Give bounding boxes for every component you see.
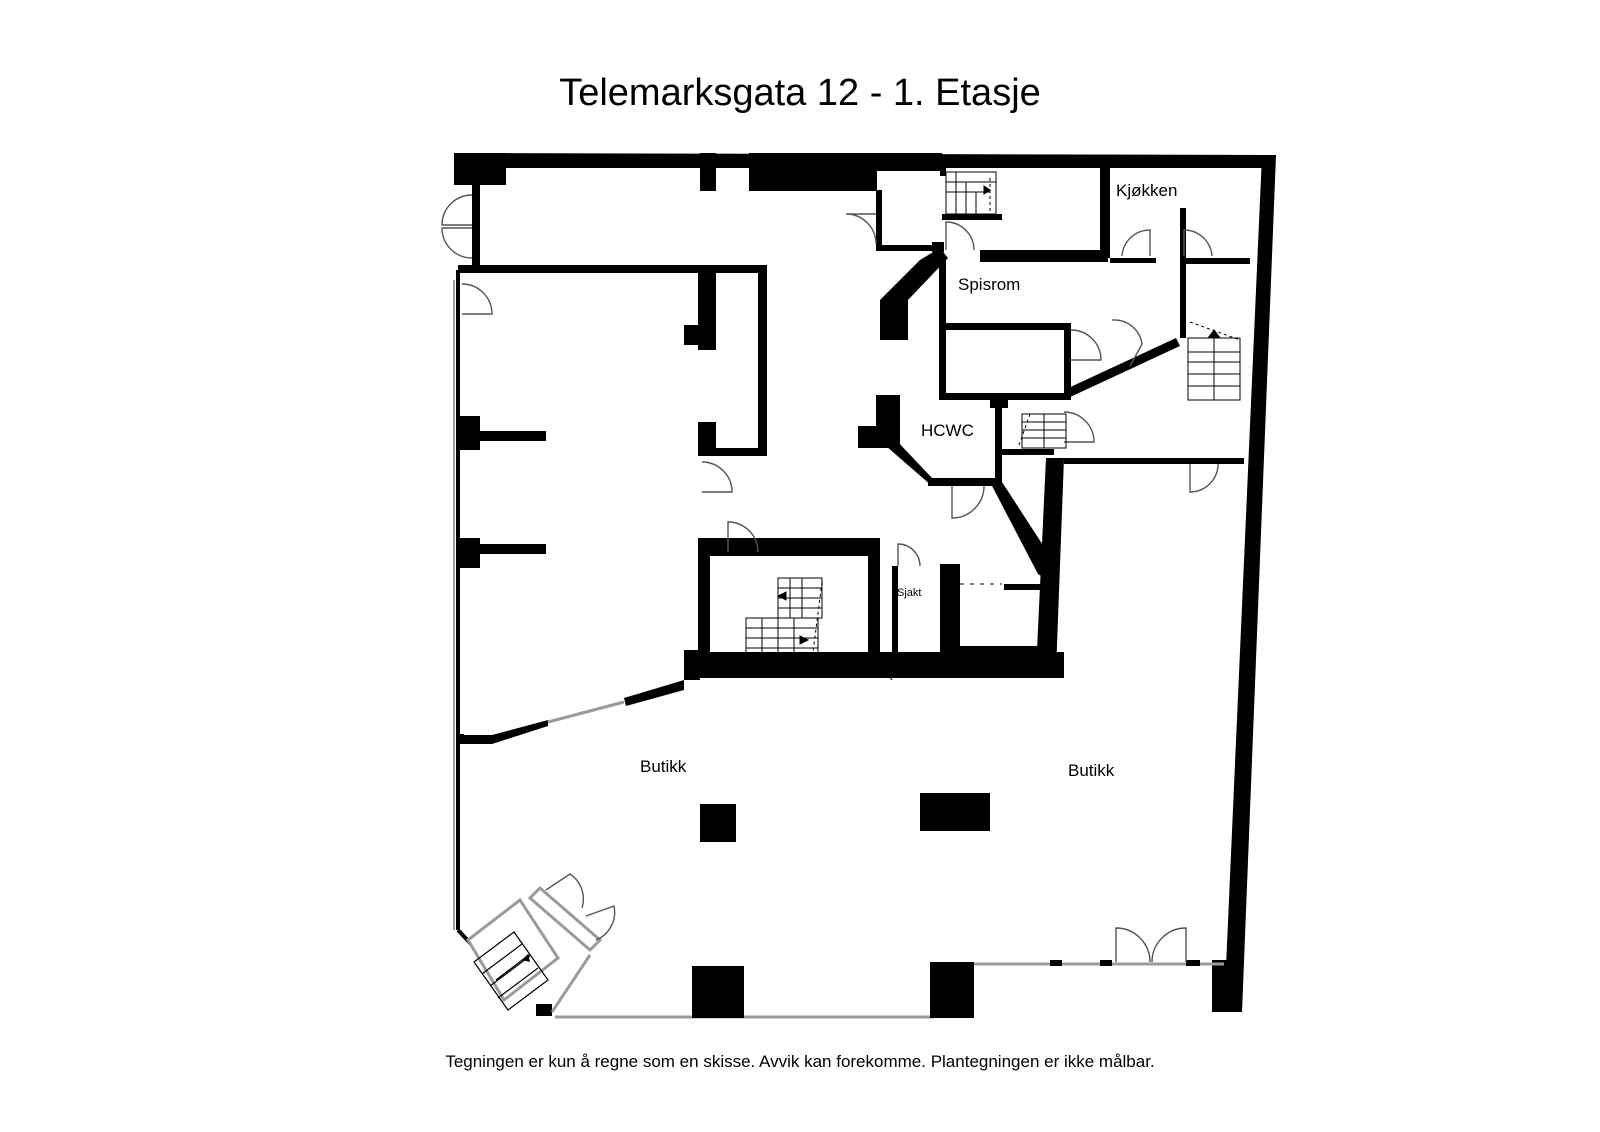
wall-top-bump-left xyxy=(454,153,506,185)
entry-double-door-left[interactable] xyxy=(441,185,480,265)
door-hcwc-north[interactable] xyxy=(1063,411,1095,443)
door-stair-hall[interactable] xyxy=(1111,319,1143,367)
room-label-dining: Spisrom xyxy=(958,275,1020,294)
left-facade xyxy=(453,270,546,930)
door-storage[interactable] xyxy=(1070,329,1102,361)
stair-core xyxy=(745,577,823,663)
vestibule-double-door[interactable] xyxy=(545,873,616,941)
wall-right xyxy=(1224,155,1276,1012)
door-store-left[interactable] xyxy=(461,283,493,315)
room-label-shop-right: Butikk xyxy=(1068,761,1115,780)
room-label-shop-left: Butikk xyxy=(640,757,687,776)
door-stair-core[interactable] xyxy=(727,521,759,553)
stair-hall-right xyxy=(1187,321,1241,401)
room-label-kitchen: Kjøkken xyxy=(1116,181,1177,200)
room-label-shaft: Sjakt xyxy=(897,587,921,599)
doors xyxy=(461,213,1219,567)
stair-hcwc xyxy=(1017,413,1067,449)
slanted-partition xyxy=(458,650,700,744)
door-dining-west[interactable] xyxy=(945,221,975,251)
door-shop-right[interactable] xyxy=(1189,463,1219,493)
door-corridor-top[interactable] xyxy=(845,213,877,245)
wall-right-bottom xyxy=(1212,960,1236,1012)
plan-title: Telemarksgata 12 - 1. Etasje xyxy=(559,72,1041,114)
door-kitchen-right[interactable] xyxy=(1183,229,1213,257)
wall-top-bump-mid xyxy=(700,153,716,191)
bottom-facade xyxy=(555,927,1224,1019)
stair-top xyxy=(945,171,997,215)
disclaimer: Tegningen er kun å regne som en skisse. … xyxy=(445,1052,1155,1071)
inner-walls xyxy=(458,168,1250,678)
details xyxy=(883,583,1002,681)
entrance-vestibule xyxy=(456,873,616,1016)
shop-double-door-right[interactable] xyxy=(1115,927,1187,963)
door-shaft[interactable] xyxy=(897,543,921,567)
wall-top-block xyxy=(877,153,942,171)
outer-walls xyxy=(454,153,1276,1012)
shop-columns xyxy=(700,793,990,842)
door-hcwc-south[interactable] xyxy=(951,485,985,519)
door-back-room[interactable] xyxy=(701,461,733,493)
room-label-hcwc: HCWC xyxy=(921,421,974,440)
wall-top-bump-right xyxy=(749,153,877,191)
door-kitchen-left[interactable] xyxy=(1121,229,1151,257)
